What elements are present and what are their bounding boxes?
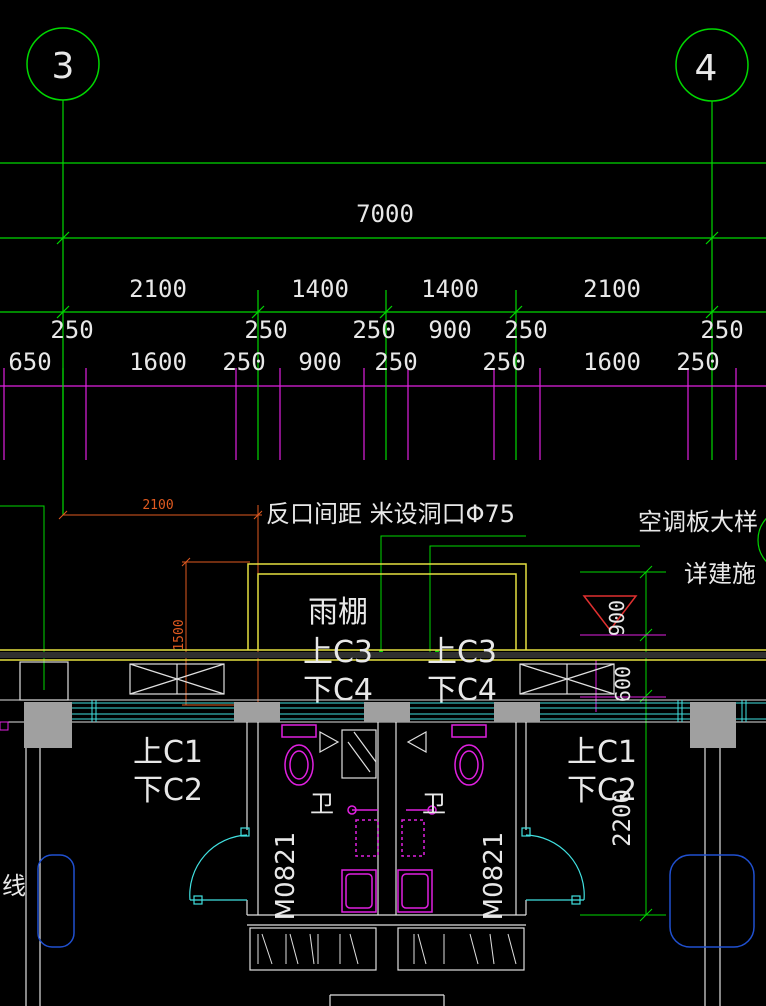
partial-bubble: [757, 517, 766, 563]
dim-ticks-green-lower: [62, 330, 517, 460]
walls: [25, 722, 721, 1006]
toilet-details: [319, 729, 427, 779]
dim-r4-7: 1600: [583, 348, 641, 376]
label-down-c2-left: 下C2: [133, 773, 203, 808]
dim-r4-5: 250: [374, 348, 417, 376]
dim-r3-3: 250: [352, 316, 395, 344]
dim-lines-green: [0, 162, 766, 330]
dim-r3-5: 250: [504, 316, 547, 344]
dim-r3-1: 250: [50, 316, 93, 344]
label-left-edge: 线: [2, 872, 26, 900]
label-up-c3-right: 上C3: [427, 635, 497, 670]
door-swings: [189, 827, 585, 905]
dim-2200-vert: 2200: [608, 789, 636, 847]
axis-3: 3: [26, 27, 100, 101]
dim-r4-4: 900: [298, 348, 341, 376]
left-box: [19, 661, 69, 701]
axis-4: 4: [675, 28, 749, 102]
label-canopy: 雨棚: [308, 595, 368, 630]
dim-r4-3: 250: [222, 348, 265, 376]
dim-1400-right: 1400: [421, 275, 479, 303]
ac-unit-right: [519, 663, 615, 695]
ac-unit-left: [129, 663, 225, 695]
window-band: [70, 702, 766, 720]
dim-total: 7000: [356, 200, 414, 228]
note-drain-hole: 反口间距 米设洞口Φ75: [266, 500, 515, 528]
label-down-c2-right: 下C2: [567, 773, 637, 808]
red-dim-1500: 1500: [172, 619, 187, 650]
red-triangle-marker: [582, 595, 638, 632]
dim-r4-6: 250: [482, 348, 525, 376]
dim-r4-8: 250: [676, 348, 719, 376]
axis-4-label: 4: [695, 48, 718, 89]
dim-2100-left: 2100: [129, 275, 187, 303]
left-edge-mark: [0, 721, 9, 731]
dim-r3-6: 250: [700, 316, 743, 344]
dim-lines-magenta: [0, 368, 766, 460]
label-up-c3-left: 上C3: [303, 635, 373, 670]
dim-2100-right: 2100: [583, 275, 641, 303]
label-toilet-left: 卫: [310, 790, 334, 818]
dim-r3-2: 250: [244, 316, 287, 344]
label-up-c1-right: 上C1: [567, 735, 637, 770]
dim-r4-1: 650: [8, 348, 51, 376]
axis-3-label: 3: [52, 46, 75, 87]
label-door-left: M0821: [271, 832, 301, 921]
red-dimension: [58, 505, 263, 720]
label-down-c4-left: 下C4: [303, 673, 373, 708]
dim-600-vert: 600: [611, 666, 635, 702]
bottom-hatch: [257, 933, 517, 965]
blue-fixtures: [37, 854, 755, 948]
note-ac-detail: 空调板大样: [638, 508, 758, 536]
dim-1400-left: 1400: [291, 275, 349, 303]
label-door-right: M0821: [479, 832, 509, 921]
toilets: [281, 724, 487, 913]
dim-900-vert: 900: [605, 600, 629, 636]
slab-band: [0, 652, 766, 658]
note-see-arch: 详建施: [684, 560, 756, 588]
break-marks: [91, 700, 747, 722]
dim-r3-4: 900: [428, 316, 471, 344]
canopy-outline: [0, 563, 766, 661]
red-dim-2100: 2100: [142, 498, 173, 513]
label-down-c4-right: 下C4: [427, 673, 497, 708]
dim-r4-2: 1600: [129, 348, 187, 376]
label-up-c1-left: 上C1: [133, 735, 203, 770]
label-toilet-right: 卫: [422, 790, 446, 818]
leaders-green: [0, 505, 666, 922]
columns: [24, 702, 736, 748]
